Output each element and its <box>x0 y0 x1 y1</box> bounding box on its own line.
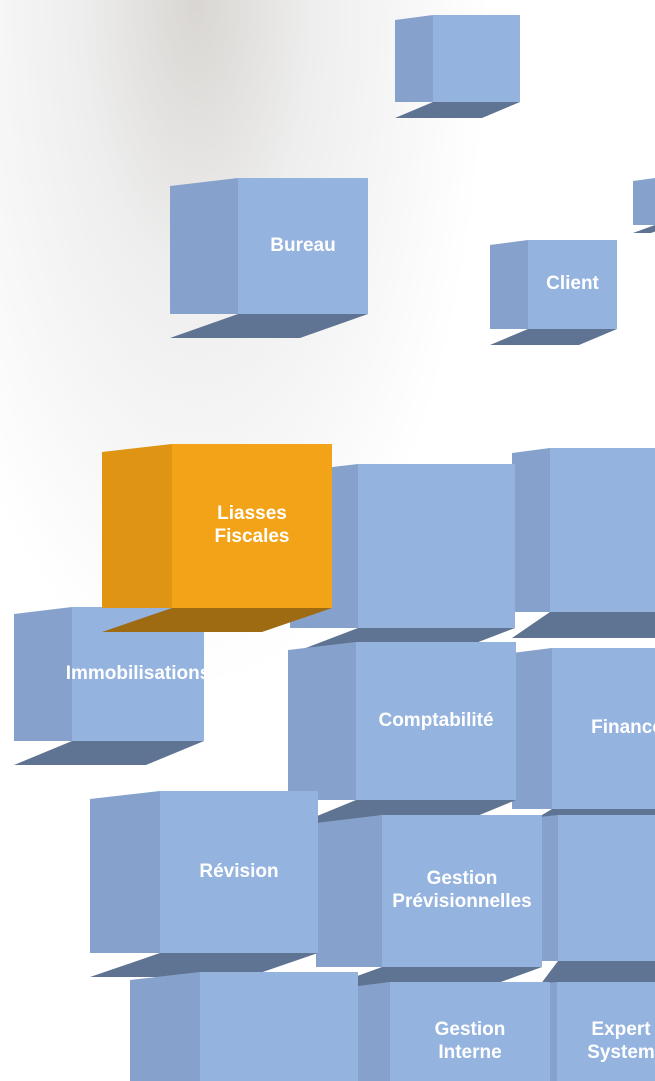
cube-top <box>395 15 520 118</box>
cube-side <box>395 15 433 102</box>
cube-base <box>512 612 655 638</box>
cube-side <box>130 972 200 1081</box>
cube-face: Client <box>528 240 617 329</box>
cube-face <box>433 15 520 102</box>
cube-gestion-previsionnelles[interactable]: Gestion Prévisionnelles <box>316 815 542 991</box>
cube-label: Client <box>546 273 599 295</box>
cube-gestion-interne[interactable]: Gestion Interne <box>358 982 550 1081</box>
cube-bureau[interactable]: Bureau <box>170 178 368 338</box>
cube-face <box>558 815 655 961</box>
cube-side <box>316 815 382 967</box>
cube-side <box>288 642 356 800</box>
cube-face: Finance <box>552 648 655 809</box>
cube-expert-system[interactable]: Expert System <box>545 982 655 1081</box>
cube-liasses-fiscales[interactable]: Liasses Fiscales <box>102 444 332 632</box>
cube-face: Gestion Interne <box>390 982 550 1081</box>
cube-comptabilite[interactable]: Comptabilité <box>288 642 516 828</box>
cube-side <box>512 648 552 809</box>
cube-label: Révision <box>199 860 279 882</box>
cube-face: Expert System <box>557 982 655 1081</box>
cube-label: Expert System <box>587 1019 655 1063</box>
cube-label: Comptabilité <box>378 709 494 731</box>
cube-base <box>633 225 655 233</box>
cube-face <box>200 972 358 1081</box>
cube-face <box>358 464 515 628</box>
cube-base <box>170 314 368 338</box>
cube-side <box>633 178 655 225</box>
cube-side <box>90 791 160 953</box>
cube-side <box>170 178 238 314</box>
cube-label: Liasses Fiscales <box>214 503 290 547</box>
cube-base <box>14 741 204 765</box>
cube-face: Liasses Fiscales <box>172 444 332 608</box>
cube-right-top <box>512 448 655 638</box>
cube-side <box>14 607 72 741</box>
cube-finance[interactable]: Finance <box>512 648 655 833</box>
cube-face: Bureau <box>238 178 368 314</box>
cube-base <box>490 329 617 345</box>
cube-label: Gestion Prévisionnelles <box>392 868 532 912</box>
cube-base <box>102 608 332 632</box>
cube-edge-small <box>633 178 655 233</box>
cube-label: Immobilisations <box>65 662 211 684</box>
cube-right-mid <box>540 815 655 985</box>
cube-side <box>490 240 528 329</box>
cube-side <box>540 815 558 961</box>
cube-face: Comptabilité <box>356 642 516 800</box>
cube-label: Gestion Interne <box>434 1019 506 1063</box>
cube-base <box>395 102 520 118</box>
cube-face: Révision <box>160 791 318 953</box>
cube-face <box>550 448 655 612</box>
cube-label: Bureau <box>270 234 336 256</box>
cube-side <box>512 448 550 612</box>
cube-revision[interactable]: Révision <box>90 791 318 977</box>
cube-client[interactable]: Client <box>490 240 617 345</box>
cube-label: Finance <box>591 717 655 739</box>
cube-base <box>540 961 655 985</box>
cube-side <box>102 444 172 608</box>
cube-side <box>358 982 390 1081</box>
cube-bottom-left <box>130 972 358 1081</box>
cube-face: Gestion Prévisionnelles <box>382 815 542 967</box>
